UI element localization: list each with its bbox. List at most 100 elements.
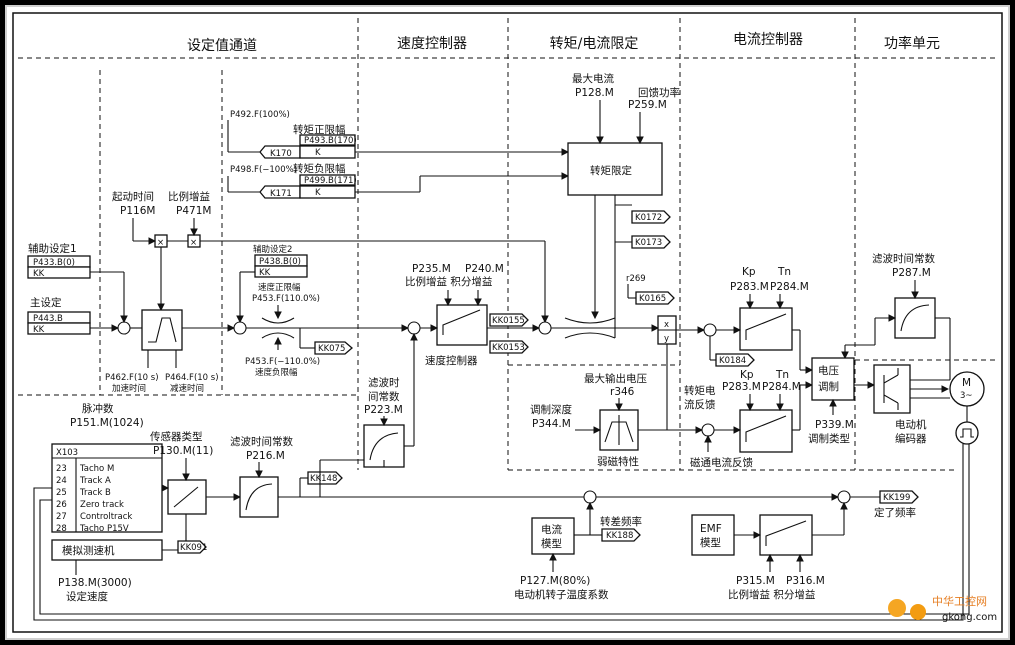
start-time-label: 起动时间 xyxy=(112,190,154,203)
p283a-param: P283.M xyxy=(730,281,769,293)
sensor-selector xyxy=(167,479,207,515)
emf-prop-int-label: 比例增益 积分增益 xyxy=(728,588,816,601)
motor-label-2: 编码器 xyxy=(895,432,927,445)
x103-label: X103 xyxy=(56,448,78,458)
p316-param: P316.M xyxy=(786,575,825,587)
motor-label-1: 电动机 xyxy=(895,418,927,431)
mod-depth-label: 调制深度 xyxy=(530,403,572,416)
p235-param: P235.M xyxy=(412,263,451,275)
tn-label-a: Tn xyxy=(777,266,791,278)
regen-power-label: 回馈功率 xyxy=(638,86,680,99)
p453-neg-param: P453.F(−110.0%) xyxy=(245,357,320,367)
p453-pos-param: P453.F(110.0%) xyxy=(252,294,320,304)
p128-param: P128.M xyxy=(575,87,614,99)
max-voltage-label: 最大输出电压 xyxy=(584,372,647,385)
r346-label: r346 xyxy=(610,386,635,398)
p344-param: P344.M xyxy=(532,418,571,430)
k-input-a: K xyxy=(315,148,321,158)
p138-param: P138.M(3000) xyxy=(58,577,132,589)
p116-param: P116M xyxy=(120,205,155,217)
slip-freq-label: 转差频率 xyxy=(600,515,642,528)
flux-fb-label: 磁通电流反馈 xyxy=(690,456,753,469)
p259-param: P259.M xyxy=(628,99,667,111)
voltage-modulation-block xyxy=(811,357,855,401)
svg-text:28: 28 xyxy=(56,524,67,534)
set-speed-label: 设定速度 xyxy=(66,590,108,603)
svg-text:23: 23 xyxy=(56,464,67,474)
p339-param: P339.M xyxy=(815,419,854,431)
k0184-tag: K0184 xyxy=(719,356,746,366)
section-torque-limit: 转矩/电流限定 xyxy=(550,36,639,52)
p315-param: P315.M xyxy=(736,575,775,587)
max-current-label: 最大电流 xyxy=(572,72,614,85)
svg-text:Tacho P15V: Tacho P15V xyxy=(79,524,129,534)
aux-setpoint1-label: 辅助设定1 xyxy=(28,242,77,255)
current-model-block xyxy=(531,517,575,555)
p462-param: P462.F(10 s) xyxy=(105,373,159,383)
section-setpoint-channel: 设定值通道 xyxy=(187,38,257,54)
sensor-type-label: 传感器类型 xyxy=(150,430,203,443)
field-weak-label: 弱磁特性 xyxy=(597,455,639,468)
vmod-label-2: 调制 xyxy=(818,380,839,393)
sum-junction-7 xyxy=(703,323,717,337)
sum-junction-5 xyxy=(583,490,597,504)
tn-label-b: Tn xyxy=(775,369,789,381)
svg-text:Controltrack: Controltrack xyxy=(80,512,132,522)
svg-text:×: × xyxy=(157,238,164,248)
p240-param: P240.M xyxy=(465,263,504,275)
speed-filter-block xyxy=(239,476,279,518)
prop-gain-label: 比例增益 xyxy=(168,190,210,203)
k0173-tag: K0173 xyxy=(635,238,662,248)
p223-param: P223.M xyxy=(364,404,403,416)
speed-controller-label: 速度控制器 xyxy=(425,354,478,367)
p471-param: P471M xyxy=(176,205,211,217)
kk-input-3: KK xyxy=(259,268,271,278)
kk148-tag: KK148 xyxy=(310,474,337,484)
speed-filter-label-2: 间常数 xyxy=(368,390,400,403)
sum-junction-1 xyxy=(117,321,131,335)
pulse-count-label: 脉冲数 xyxy=(82,402,114,415)
sum-junction-3 xyxy=(407,321,421,335)
kk091-tag: KK091 xyxy=(180,543,207,553)
k-input-b: K xyxy=(315,188,321,198)
torque-limit-label: 转矩限定 xyxy=(590,164,632,177)
watermark-logo: 中华工控网 gkong.com xyxy=(888,594,997,623)
motor-3phase-label: 3~ xyxy=(960,391,973,401)
p284b-param: P284.M xyxy=(762,381,801,393)
p443-param: P443.B xyxy=(33,314,63,324)
kk075-output: KK075 xyxy=(318,344,345,354)
kk188-tag: KK188 xyxy=(606,531,633,541)
xy-x: x xyxy=(664,320,669,330)
current-model-label-2: 模型 xyxy=(541,537,562,550)
svg-text:24: 24 xyxy=(56,476,67,486)
emf-model-block xyxy=(691,514,735,556)
power-filter-block xyxy=(894,297,936,339)
svg-text:27: 27 xyxy=(56,512,67,522)
xy-y: y xyxy=(664,334,669,344)
p498-param: P498.F(−100%) xyxy=(230,165,297,175)
torque-fb-label-1: 转矩电 xyxy=(684,384,716,397)
r269-label: r269 xyxy=(626,274,646,284)
p216-param: P216.M xyxy=(246,450,285,462)
svg-text:Track A: Track A xyxy=(79,476,111,486)
speed-controller-block xyxy=(436,304,488,346)
p438-param: P438.B(0) xyxy=(259,257,301,267)
section-power-unit: 功率单元 xyxy=(884,35,940,52)
svg-text:Track B: Track B xyxy=(79,488,111,498)
motor-m-label: M xyxy=(962,377,971,389)
kp-label-a: Kp xyxy=(742,266,756,278)
emf-label-2: 模型 xyxy=(700,536,721,549)
p433-param: P433.B(0) xyxy=(33,258,75,268)
svg-text:26: 26 xyxy=(56,500,67,510)
sum-junction-2 xyxy=(233,321,247,335)
main-setpoint-label: 主设定 xyxy=(30,296,62,309)
kk-input-1: KK xyxy=(33,269,45,279)
p127-param: P127.M(80%) xyxy=(520,575,590,587)
speed-filter-label-1: 滤波时 xyxy=(368,376,400,389)
set-freq-label: 定了频率 xyxy=(874,506,916,519)
current-model-label-1: 电流 xyxy=(541,523,562,536)
filter-time-label: 滤波时间常数 xyxy=(230,435,293,448)
section-dividers xyxy=(18,18,995,471)
speed-pos-limit-label: 速度正限幅 xyxy=(258,282,301,293)
torque-limit-block xyxy=(567,142,663,196)
